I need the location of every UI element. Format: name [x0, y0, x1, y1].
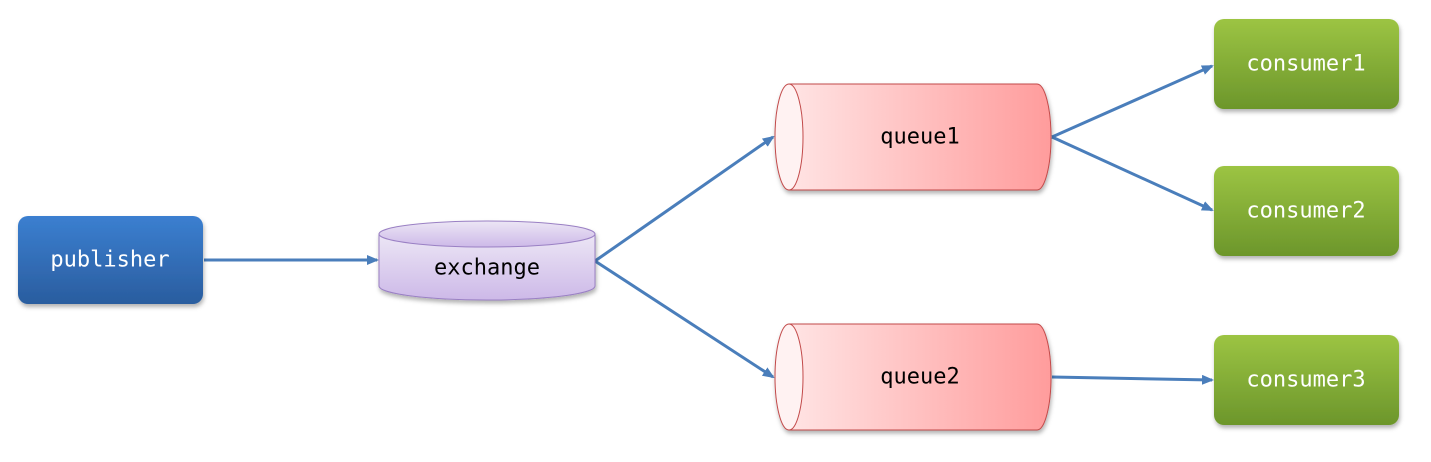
consumer2-label: consumer2 [1246, 199, 1365, 224]
exchange-top [378, 220, 596, 248]
edge-queue1-to-consumer1 [1051, 64, 1214, 139]
publisher-box [18, 216, 203, 304]
publisher-label: publisher [50, 248, 169, 273]
queue2-left-cap [774, 323, 804, 431]
queue2-label: queue2 [880, 365, 959, 390]
queue1-left-cap [774, 83, 804, 191]
publisher-node: publisher [18, 216, 203, 304]
consumer2-box [1214, 166, 1399, 256]
edge-exchange-to-queue1 [594, 135, 775, 263]
consumer1-box [1214, 19, 1399, 109]
consumer2-node: consumer2 [1214, 166, 1399, 256]
queue2-body [788, 323, 1052, 431]
consumer1-label: consumer1 [1246, 52, 1365, 77]
consumer3-label: consumer3 [1246, 368, 1365, 393]
edge-queue2-to-consumer3 [1051, 374, 1214, 385]
consumer3-node: consumer3 [1214, 335, 1399, 425]
edges [204, 64, 1214, 385]
consumer1-node: consumer1 [1214, 19, 1399, 109]
queue1-node: queue1 [774, 83, 1052, 191]
queue1-label: queue1 [880, 125, 959, 150]
edge-queue1-to-consumer2 [1051, 135, 1214, 212]
exchange-body [378, 233, 596, 301]
exchange-node: exchange [378, 220, 596, 301]
edge-exchange-to-queue2 [594, 259, 775, 379]
queue2-node: queue2 [774, 323, 1052, 431]
exchange-label: exchange [434, 256, 540, 281]
consumer3-box [1214, 335, 1399, 425]
queue1-body [788, 83, 1052, 191]
